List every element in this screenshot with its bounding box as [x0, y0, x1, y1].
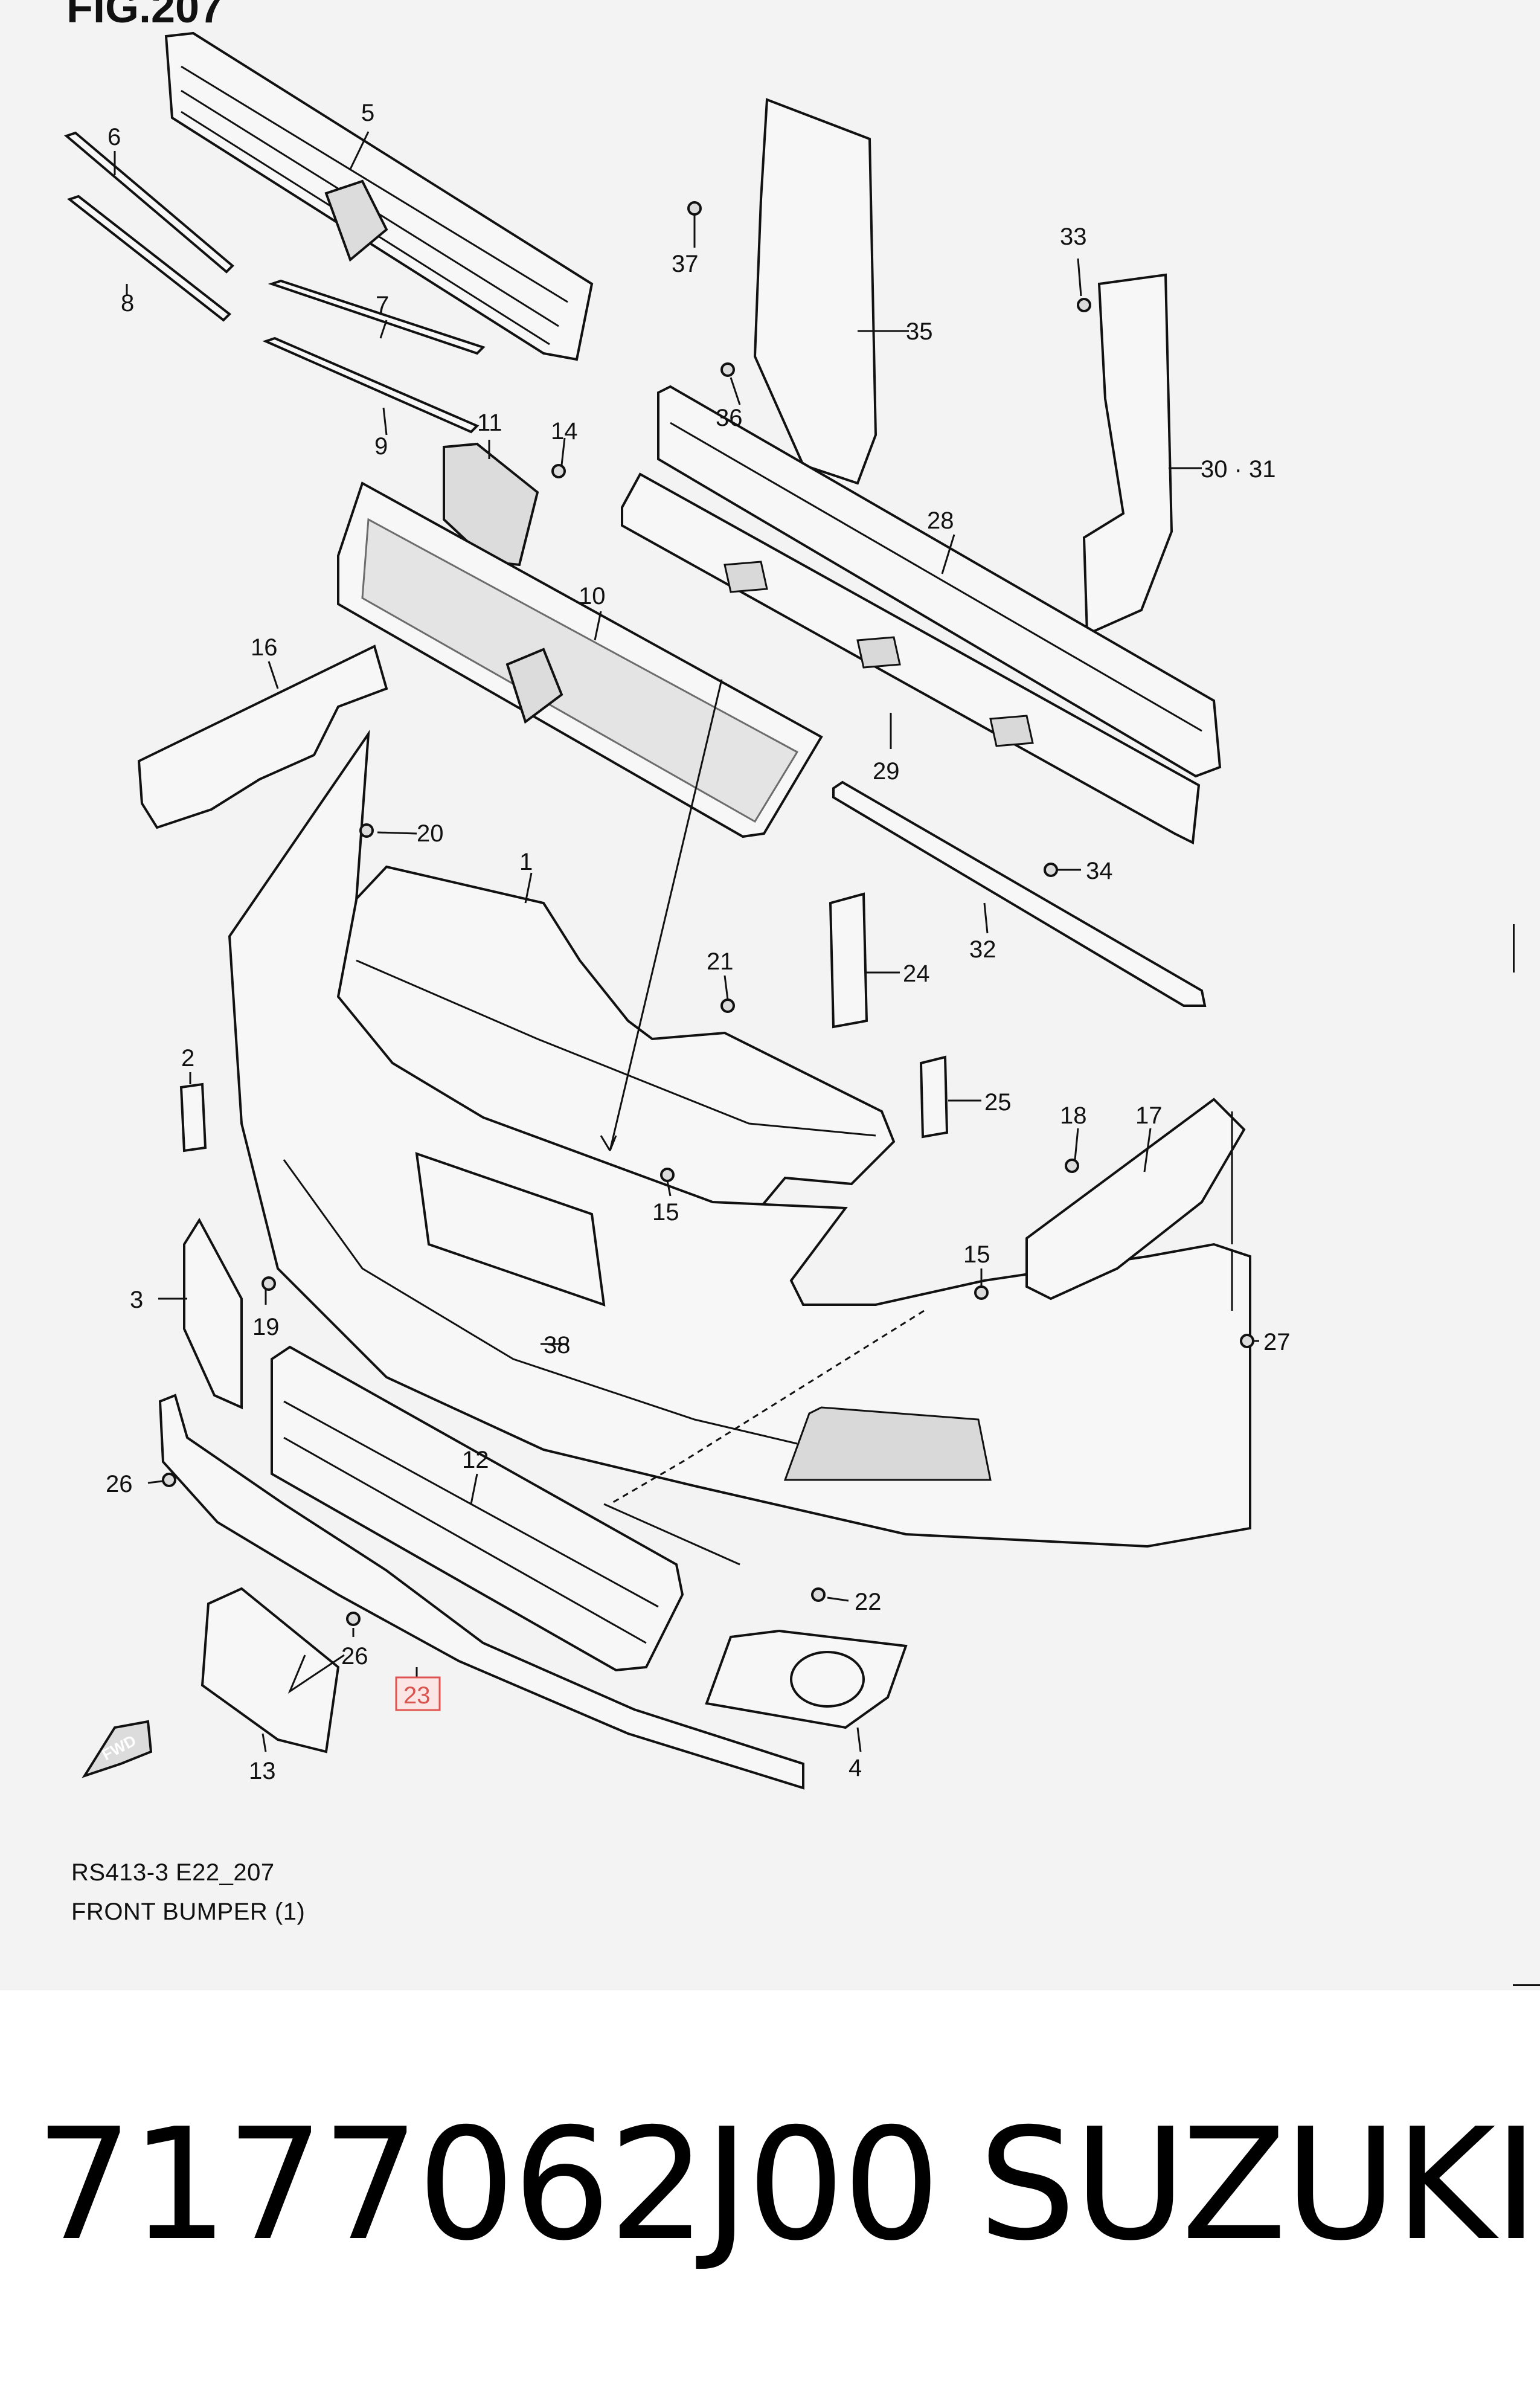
part-fog-bezel-4[interactable] — [705, 1629, 908, 1729]
diagram-title: FRONT BUMPER (1) — [71, 1898, 306, 1925]
diagram-code: RS413-3 E22_207 — [71, 1859, 275, 1886]
callout-8: 8 — [121, 290, 134, 317]
callout-22: 22 — [855, 1589, 882, 1615]
callout-2: 2 — [181, 1045, 194, 1072]
footer-brand: SUZUKI — [978, 2095, 1539, 2275]
part-lower-moulding-23[interactable] — [158, 1394, 804, 1790]
callout-25: 25 — [984, 1089, 1012, 1116]
callout-10: 10 — [579, 583, 606, 609]
callout-16: 16 — [251, 634, 278, 661]
part-bracket-16[interactable] — [137, 645, 388, 829]
callout-6: 6 — [107, 124, 121, 150]
figure-title: FIG.207 — [66, 0, 224, 32]
callout-19: 19 — [252, 1314, 280, 1340]
callout-18: 18 — [1060, 1102, 1087, 1129]
edge-mark — [1513, 924, 1515, 973]
callout-23: 23 — [403, 1682, 431, 1709]
part-mesh-11[interactable] — [443, 442, 539, 567]
callout-21: 21 — [707, 948, 734, 975]
callout-23-highlight — [395, 1676, 441, 1711]
part-moulding-6[interactable] — [63, 131, 234, 274]
part-bracket-3[interactable] — [183, 1218, 243, 1410]
callout-26b: 26 — [341, 1643, 368, 1670]
callout-26: 26 — [106, 1471, 133, 1497]
part-upper-grille[interactable] — [164, 31, 594, 361]
callout-24: 24 — [903, 960, 930, 987]
callout-12: 12 — [462, 1447, 489, 1473]
callout-9: 9 — [374, 433, 388, 460]
part-trim-7[interactable] — [268, 279, 486, 355]
callout-32: 32 — [969, 936, 996, 963]
exploded-parts-diagram: FWD — [63, 31, 1291, 1790]
callout-15b: 15 — [963, 1241, 990, 1268]
callouts: 5 6 8 7 9 37 35 36 33 30 · 31 11 14 28 1… — [106, 100, 1291, 1784]
callout-3: 3 — [130, 1287, 143, 1313]
callout-13: 13 — [249, 1758, 276, 1784]
callout-14: 14 — [551, 418, 578, 445]
part-shroud-35[interactable] — [753, 98, 877, 485]
callout-17: 17 — [1135, 1102, 1163, 1129]
fwd-arrow-icon — [82, 1720, 153, 1778]
part-bumper-fascia[interactable] — [228, 729, 1251, 1548]
part-grille-mesh-10[interactable] — [337, 481, 823, 838]
callout-11: 11 — [477, 410, 502, 436]
callout-38: 38 — [544, 1332, 571, 1358]
part-trim-9[interactable] — [262, 336, 480, 434]
callout-33: 33 — [1060, 223, 1087, 250]
callout-28: 28 — [927, 507, 954, 534]
part-pad-24[interactable] — [829, 892, 868, 1029]
part-bracket-30-31[interactable] — [1082, 273, 1173, 637]
part-cover-13[interactable] — [201, 1587, 340, 1754]
fasteners — [162, 201, 1254, 1626]
edge-mark-bottom — [1513, 1984, 1540, 1986]
callout-34: 34 — [1086, 858, 1113, 884]
part-bracket-32[interactable] — [832, 780, 1207, 1007]
callout-7: 7 — [376, 292, 389, 318]
part-moulding-8[interactable] — [66, 195, 232, 322]
part-bracket-17[interactable] — [1025, 1098, 1246, 1300]
callout-36: 36 — [716, 405, 743, 431]
callout-29: 29 — [873, 758, 900, 785]
callout-20: 20 — [417, 820, 444, 847]
callout-15: 15 — [652, 1199, 679, 1226]
callout-35: 35 — [906, 318, 933, 345]
part-reinforcement-28[interactable] — [657, 385, 1222, 778]
callout-4: 4 — [849, 1755, 862, 1781]
callout-5: 5 — [361, 100, 374, 126]
callout-27: 27 — [1263, 1329, 1291, 1355]
part-absorber-29[interactable] — [621, 472, 1201, 845]
callout-37: 37 — [672, 251, 699, 277]
leader-lines — [114, 131, 1259, 1752]
callout-30-31: 30 · 31 — [1201, 456, 1276, 483]
part-cover-2[interactable] — [179, 1082, 207, 1153]
callout-1: 1 — [519, 849, 533, 875]
footer-part-number: 7177062J00 — [35, 2095, 940, 2275]
part-pad-25[interactable] — [919, 1055, 949, 1139]
